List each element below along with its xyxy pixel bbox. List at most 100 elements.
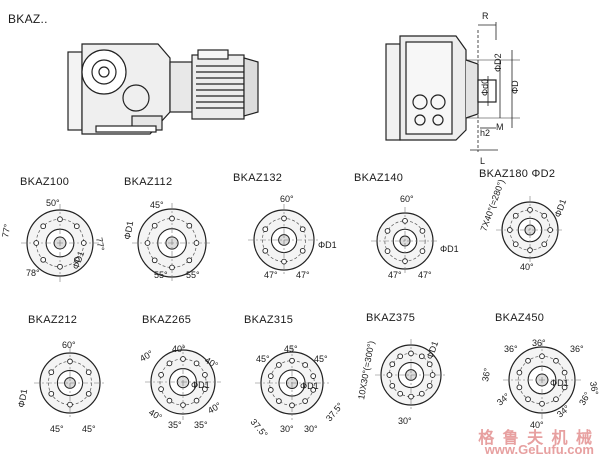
angle-label: 47°: [264, 270, 278, 280]
bolt-hole: [429, 372, 436, 378]
angle-label: 45°: [256, 354, 270, 364]
bolt-hole: [276, 398, 282, 404]
angle-label: 10X30°(=300°): [356, 340, 376, 400]
angle-label: 45°: [50, 424, 64, 434]
bolt-hole: [516, 384, 523, 391]
angle-label: 40°: [206, 400, 223, 416]
flange-bkaz315: 45°45°45°37.5°30°30°37.5°ΦD1: [248, 344, 345, 440]
angle-label: 30°: [304, 424, 318, 434]
bolt-hole: [525, 357, 531, 364]
dim-d-label: ΦD: [510, 80, 520, 94]
bolt-circle: [269, 360, 315, 406]
bolt-hole: [144, 240, 151, 246]
bolt-hole: [276, 362, 282, 368]
diameter-label: ΦD1: [122, 220, 135, 240]
bolt-hole: [541, 241, 548, 248]
flange-bkaz265: 40°40°40°40°35°35°40°ΦD1: [138, 344, 223, 430]
bolt-hole: [85, 390, 92, 397]
bolt-hole: [262, 247, 269, 254]
bolt-hole: [419, 248, 426, 254]
bolt-hole: [193, 397, 200, 404]
flange-bkaz140: 60°47°47°ΦD1: [371, 194, 459, 280]
flange-title-bkaz375: BKAZ375: [366, 312, 416, 324]
bolt-hole: [426, 382, 433, 389]
gear-motor-side-view: [385, 22, 520, 152]
watermark-url: www.GeLufu.com: [484, 442, 594, 457]
bolt-hole: [158, 386, 164, 392]
angle-label: 47°: [296, 270, 310, 280]
flange-title-bkaz180-name: BKAZ180: [479, 168, 529, 180]
bolt-hole: [33, 240, 40, 246]
diameter-label: ΦD1: [300, 381, 319, 391]
bolt-hole: [151, 222, 158, 229]
bolt-hole: [299, 247, 306, 254]
bolt-hole: [553, 357, 559, 364]
dim-h2-label: h2: [480, 128, 490, 138]
angle-label: 37.5°: [248, 417, 269, 440]
diameter-label: ΦD1: [550, 378, 569, 388]
bolt-hole: [48, 390, 55, 397]
bolt-hole: [418, 390, 425, 397]
angle-label: 34°: [495, 391, 512, 408]
bolt-hole: [202, 372, 208, 378]
flange-title-bkaz100: BKAZ100: [20, 176, 70, 188]
bolt-hole: [408, 350, 414, 357]
bolt-hole: [289, 402, 295, 409]
angle-label: 47°: [388, 270, 402, 280]
bolt-hole: [402, 217, 408, 224]
diameter-label: ΦD1: [424, 340, 440, 361]
dim-l-label: L: [480, 156, 485, 166]
bolt-hole: [389, 382, 396, 389]
bolt-hole: [80, 240, 87, 246]
bolt-hole: [553, 396, 559, 403]
flange-bkaz100: 50°77°77°78°ΦD1: [0, 198, 106, 282]
flange-title-bkaz112: BKAZ112: [124, 176, 173, 188]
angle-label: 45°: [82, 424, 96, 434]
bolt-hole: [302, 398, 308, 404]
flange-diagrams: 50°77°77°78°ΦD145°55°55°ΦD160°47°47°ΦD16…: [0, 178, 600, 440]
bolt-hole: [289, 357, 295, 364]
flange-title-bkaz212: BKAZ212: [28, 314, 78, 326]
angle-label: 47°: [418, 270, 432, 280]
angle-label: 40°: [520, 262, 534, 272]
bolt-hole: [397, 353, 404, 360]
bolt-hole: [402, 258, 408, 265]
angle-label: 40°: [138, 348, 155, 364]
bolt-hole: [389, 361, 396, 368]
bolt-hole: [57, 263, 63, 270]
bolt-hole: [527, 247, 533, 254]
bolt-hole: [73, 256, 80, 263]
bolt-hole: [527, 206, 533, 213]
side-view-dimension-labels: R ΦD2 ΦD Φd0 h2 M L: [480, 11, 520, 166]
bolt-hole: [561, 384, 568, 391]
bolt-hole: [180, 402, 186, 408]
dim-r-label: R: [482, 11, 489, 21]
bolt-hole: [193, 360, 200, 367]
bolt-hole: [547, 227, 554, 233]
angle-label: 78°: [26, 268, 40, 278]
bolt-hole: [516, 369, 523, 376]
bolt-hole: [166, 397, 173, 404]
bolt-hole: [299, 226, 306, 233]
flange-title-bkaz315: BKAZ315: [244, 314, 294, 326]
flange-title-bkaz132: BKAZ132: [233, 172, 283, 184]
bolt-hole: [267, 387, 274, 393]
angle-label: 45°: [314, 354, 328, 364]
diameter-label: ΦD1: [440, 244, 459, 254]
flange-title-bkaz450: BKAZ450: [495, 312, 545, 324]
bolt-hole: [202, 386, 208, 392]
dim-m-label: M: [496, 122, 504, 132]
diameter-label: ΦD1: [16, 388, 29, 408]
bolt-hole: [512, 212, 519, 219]
bolt-hole: [158, 372, 164, 378]
diameter-label: ΦD1: [318, 240, 337, 250]
angle-label: 55°: [154, 270, 168, 280]
bolt-hole: [525, 396, 531, 403]
bolt-hole: [180, 356, 186, 362]
bolt-hole: [386, 372, 393, 378]
angle-label: 60°: [280, 194, 294, 204]
angle-label: 40°: [530, 420, 544, 430]
angle-label: 36°: [588, 381, 600, 397]
bolt-hole: [302, 362, 308, 368]
